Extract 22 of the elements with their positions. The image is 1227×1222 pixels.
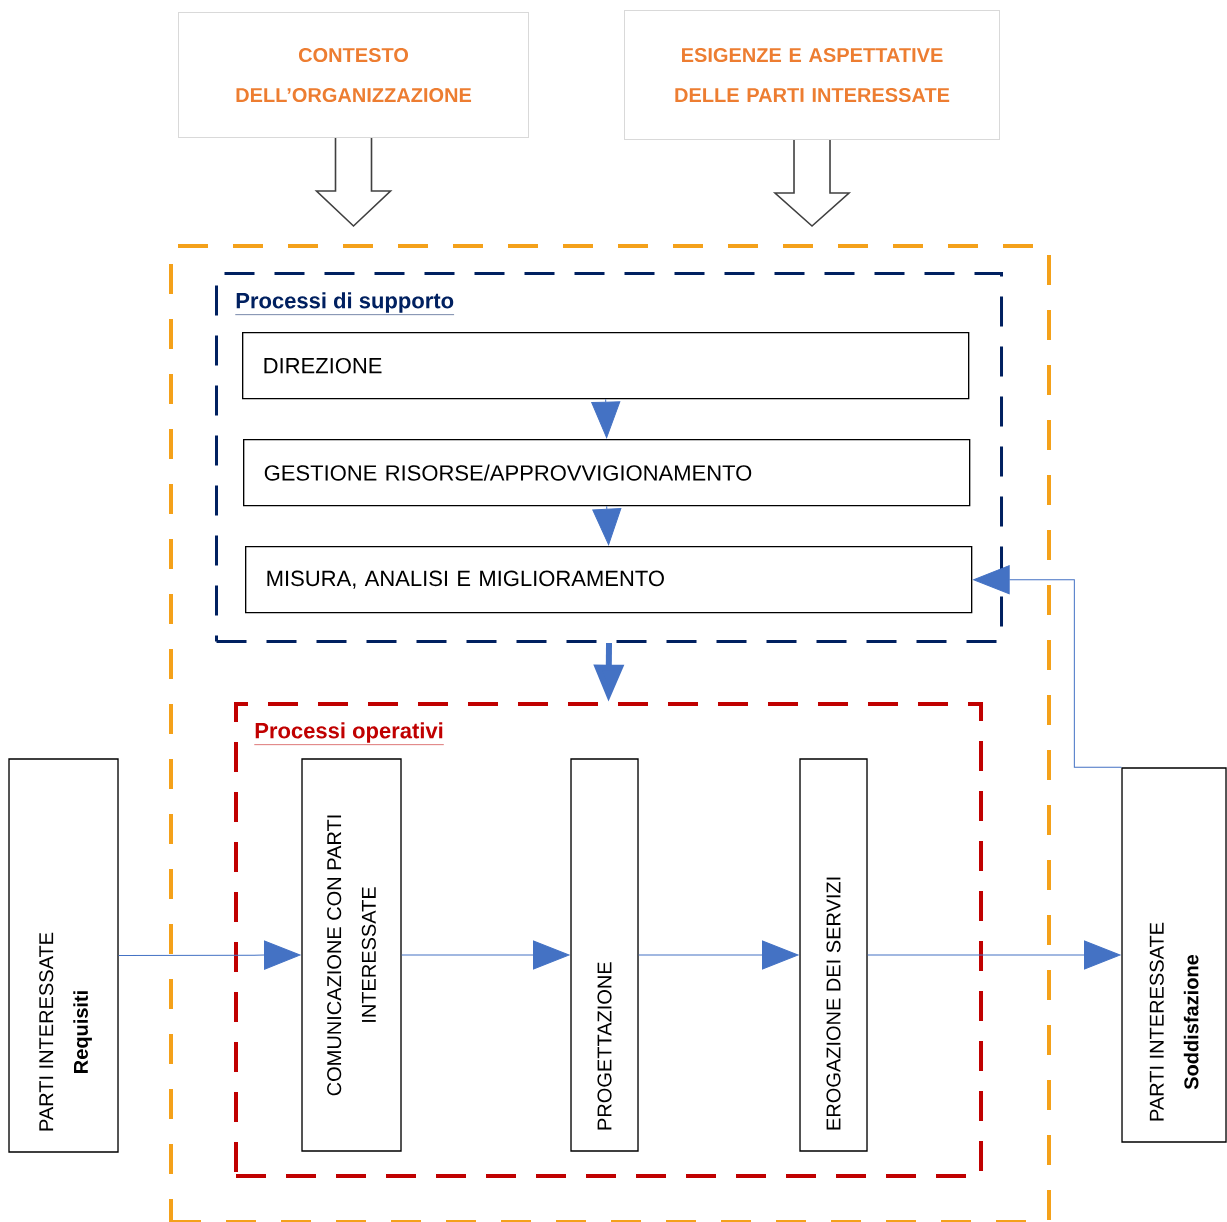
process-box: PROGETTAZIONE bbox=[570, 758, 639, 1152]
arrow bbox=[592, 505, 622, 546]
arrow bbox=[867, 940, 1121, 970]
process-box: DIREZIONE bbox=[242, 332, 970, 400]
block-arrow bbox=[772, 139, 852, 228]
arrow bbox=[973, 565, 1122, 768]
input-box: CONTESTO DELL’ORGANIZZAZIONE bbox=[178, 12, 529, 138]
process-box: GESTIONE RISORSE/APPROVVIGIONAMENTO bbox=[243, 439, 971, 507]
process-box: PARTI INTERESSATE Soddisfazione bbox=[1121, 767, 1227, 1143]
input-box: ESIGENZE E ASPETTATIVE DELLE PARTI INTERESSATE bbox=[624, 10, 1000, 140]
dashed-frame bbox=[169, 244, 1051, 1222]
process-box: COMUNICAZIONE CON PARTI INTERESSATE bbox=[301, 758, 402, 1152]
group-heading: Processi di supporto bbox=[235, 292, 455, 315]
arrow bbox=[591, 398, 621, 439]
process-box: MISURA, ANALISI E MIGLIORAMENTO bbox=[245, 546, 973, 614]
arrow bbox=[118, 940, 301, 970]
group-heading: Processi operativi bbox=[254, 722, 445, 745]
process-box: PARTI INTERESSATE Requisiti bbox=[8, 758, 119, 1153]
block-arrow bbox=[314, 137, 393, 228]
process-box: EROGAZIONE DEI SERVIZI bbox=[799, 758, 868, 1152]
arrow bbox=[638, 940, 799, 970]
arrow bbox=[401, 940, 570, 970]
